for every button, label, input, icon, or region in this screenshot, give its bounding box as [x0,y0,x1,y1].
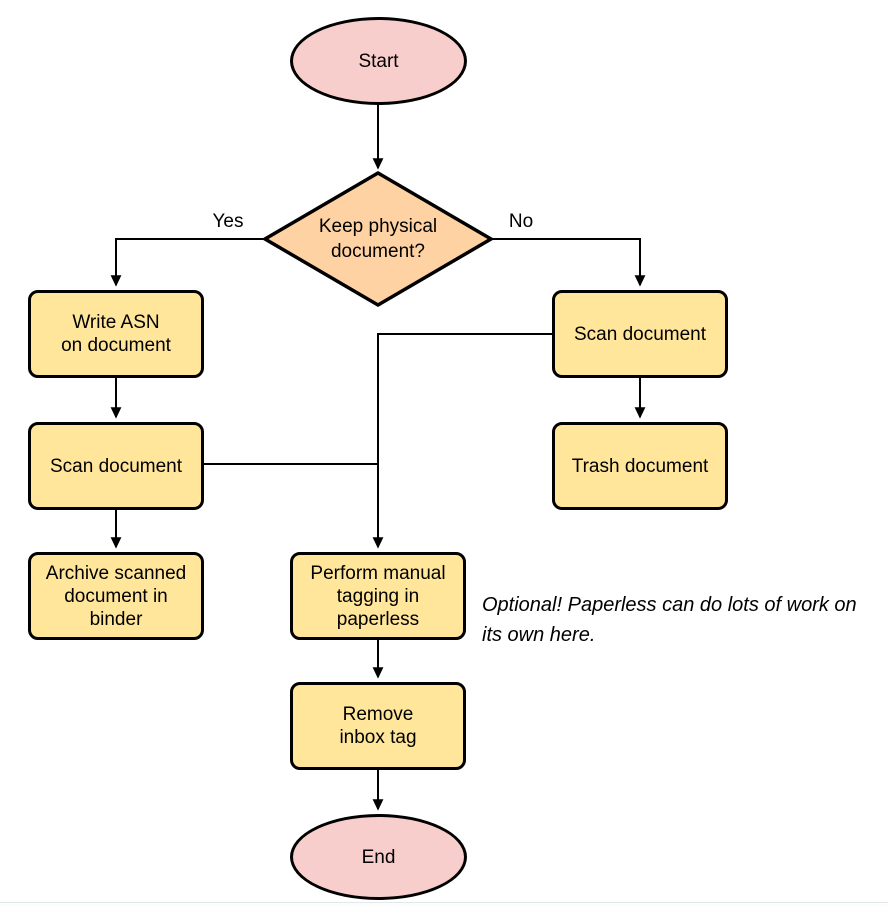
node-scan-document-left-label: Scan document [49,455,183,477]
node-start: Start [290,17,467,105]
node-decision-label: Keep physical document? [318,216,438,262]
node-manual-tagging-label: Perform manual tagging in paperless [310,562,446,630]
node-remove-inbox-tag: Remove inbox tag [290,682,466,770]
node-archive-in-binder: Archive scanned document in binder [28,552,204,640]
node-scan-document-right: Scan document [552,290,728,378]
node-manual-tagging: Perform manual tagging in paperless [290,552,466,640]
node-write-asn-label: Write ASN on document [61,312,171,356]
optional-note: Optional! Paperless can do lots of work … [482,594,857,646]
node-remove-inbox-tag-label: Remove inbox tag [339,704,417,748]
edge-decision-yes-to-write-asn [110,238,265,287]
edge-scan-right-to-tagging [372,333,552,549]
node-archive-in-binder-label: Archive scanned document in binder [45,562,187,630]
node-scan-document-left: Scan document [28,422,204,510]
node-scan-document-right-label: Scan document [573,323,707,345]
node-write-asn: Write ASN on document [28,290,204,378]
edge-label-no: No [508,211,534,232]
node-end: End [290,814,467,900]
edge-decision-no-to-scan-right [491,238,646,287]
node-start-label: Start [358,50,399,72]
node-trash-document-label: Trash document [571,455,709,477]
decision-diamond-shape [261,170,495,308]
bottom-edge-line [0,902,888,907]
node-end-label: End [361,846,396,868]
edge-label-yes: Yes [212,211,244,232]
node-trash-document: Trash document [552,422,728,510]
node-decision: Keep physical document? [283,205,473,273]
